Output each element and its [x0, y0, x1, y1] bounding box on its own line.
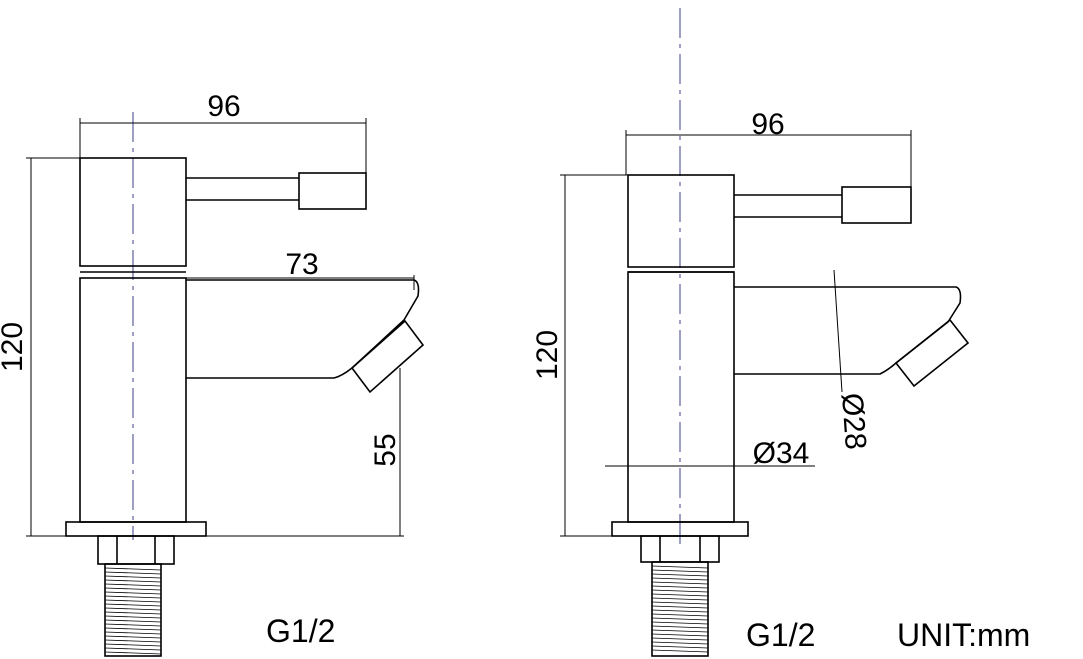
thread-ridge	[104, 611, 162, 615]
right-handle-block	[627, 174, 735, 268]
thread-ridge	[104, 579, 162, 583]
thread-ridge	[104, 571, 162, 575]
left-dim-width-text: 96	[207, 90, 240, 123]
thread-ridge	[104, 587, 162, 591]
thread-ridge	[651, 633, 709, 637]
thread-ridge	[104, 631, 162, 635]
thread-ridge	[104, 623, 162, 627]
thread-ridge	[104, 599, 162, 603]
left-lever-knob	[298, 172, 367, 210]
left-nut	[97, 535, 175, 565]
left-threaded-shank	[104, 563, 162, 657]
thread-ridge	[104, 627, 162, 631]
right-threaded-shank	[651, 561, 709, 657]
thread-ridge	[651, 565, 709, 569]
thread-ridge	[104, 635, 162, 639]
thread-ridge	[651, 597, 709, 601]
thread-ridge	[651, 593, 709, 597]
right-thread-label: G1/2	[746, 617, 815, 653]
thread-ridge	[104, 607, 162, 611]
unit-label: UNIT:mm	[897, 617, 1030, 653]
left-spout	[186, 279, 420, 379]
thread-ridge	[651, 649, 709, 653]
thread-ridge	[651, 637, 709, 641]
thread-ridge	[104, 647, 162, 651]
thread-ridge	[104, 651, 162, 655]
left-aerator	[350, 319, 425, 394]
thread-ridge	[651, 569, 709, 573]
thread-ridge	[651, 601, 709, 605]
thread-ridge	[104, 591, 162, 595]
thread-ridge	[104, 583, 162, 587]
left-dim-height-text: 120	[0, 322, 29, 372]
thread-ridge	[104, 567, 162, 571]
right-spout	[734, 286, 962, 375]
thread-ridge	[104, 643, 162, 647]
left-handle-block	[79, 157, 187, 267]
left-base-flange	[65, 521, 207, 537]
right-body	[627, 271, 735, 523]
thread-ridge	[651, 581, 709, 585]
right-dim-width-text: 96	[751, 108, 784, 141]
thread-ridge	[651, 641, 709, 645]
thread-ridge	[104, 639, 162, 643]
right-aerator	[894, 318, 970, 388]
left-thread-label: G1/2	[266, 613, 335, 649]
thread-ridge	[651, 645, 709, 649]
thread-ridge	[651, 573, 709, 577]
right-dim-diameter-text: Ø34	[753, 437, 810, 470]
thread-ridge	[651, 629, 709, 633]
right-dim-height-text: 120	[531, 330, 564, 380]
thread-ridge	[651, 585, 709, 589]
right-lever-knob	[841, 186, 912, 224]
right-faucet-view: 96 120 Ø34 Ø28 G1/2 UNIT:mm	[531, 8, 1030, 657]
thread-ridge	[651, 609, 709, 613]
left-faucet-view: 96 73 120 55 G1/2	[0, 90, 425, 657]
thread-ridge	[104, 575, 162, 579]
left-dim-spout-text: 73	[285, 248, 318, 281]
right-dim-outlet-text: Ø28	[835, 392, 872, 451]
thread-ridge	[104, 595, 162, 599]
thread-ridge	[651, 625, 709, 629]
right-dim-outlet-line	[833, 269, 843, 393]
left-dim-spout-height-text: 55	[369, 433, 402, 466]
thread-ridge	[651, 605, 709, 609]
thread-ridge	[651, 621, 709, 625]
thread-ridge	[104, 619, 162, 623]
thread-ridge	[651, 617, 709, 621]
thread-ridge	[651, 613, 709, 617]
thread-ridge	[651, 589, 709, 593]
thread-ridge	[104, 603, 162, 607]
thread-ridge	[104, 615, 162, 619]
thread-ridge	[651, 577, 709, 581]
